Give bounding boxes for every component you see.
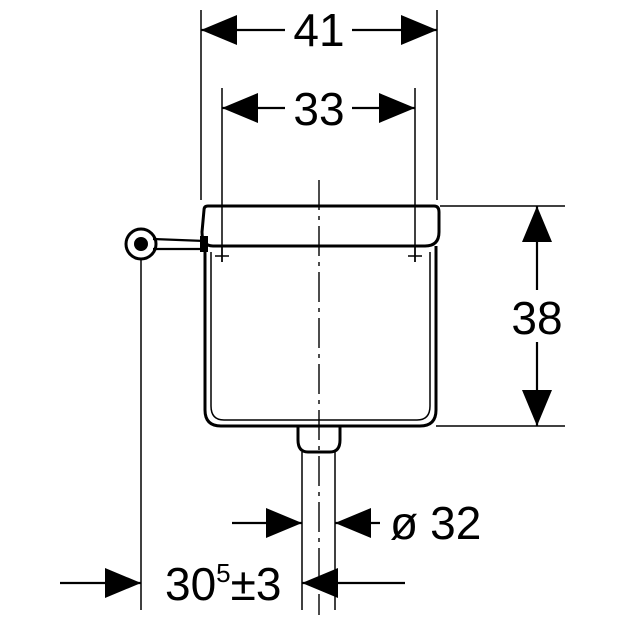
- arrow-38-top: [522, 206, 552, 242]
- flush-lever: [124, 227, 208, 261]
- dimension-height: 38: [436, 205, 565, 427]
- lever-knob-inner: [134, 237, 148, 251]
- lever-rod-top: [152, 237, 206, 243]
- dimension-offset: 305±3: [60, 259, 405, 610]
- dimension-overall-width: 41: [200, 4, 438, 200]
- cistern-tank-inner: [210, 252, 431, 421]
- offset-tolerance: ±3: [231, 558, 282, 610]
- cistern-tank: [203, 246, 438, 428]
- diameter-symbol: ø: [390, 497, 418, 549]
- dimension-label-33: 33: [293, 83, 344, 135]
- dimension-inner-width: 33: [221, 83, 416, 262]
- offset-superscript: 5: [216, 558, 230, 588]
- arrow-38-bottom: [522, 390, 552, 426]
- cistern-lid: [200, 204, 441, 248]
- arrow-33-right: [379, 93, 415, 123]
- arrow-41-right: [401, 15, 437, 45]
- outlet-collar: [296, 426, 342, 454]
- arrow-32-left: [266, 508, 302, 538]
- arrow-41-left: [201, 15, 237, 45]
- lever-bracket: [200, 236, 208, 252]
- arrow-offset-left: [105, 568, 141, 598]
- arrow-offset-right: [302, 568, 338, 598]
- dimension-label-38: 38: [511, 292, 562, 344]
- dimension-label-41: 41: [293, 4, 344, 56]
- arrow-33-left: [222, 93, 258, 123]
- diameter-value: 32: [430, 497, 481, 549]
- offset-base: 30: [165, 558, 216, 610]
- cistern-body: [200, 204, 441, 428]
- dimension-label-offset: 305±3: [165, 558, 281, 610]
- arrow-32-right: [335, 508, 371, 538]
